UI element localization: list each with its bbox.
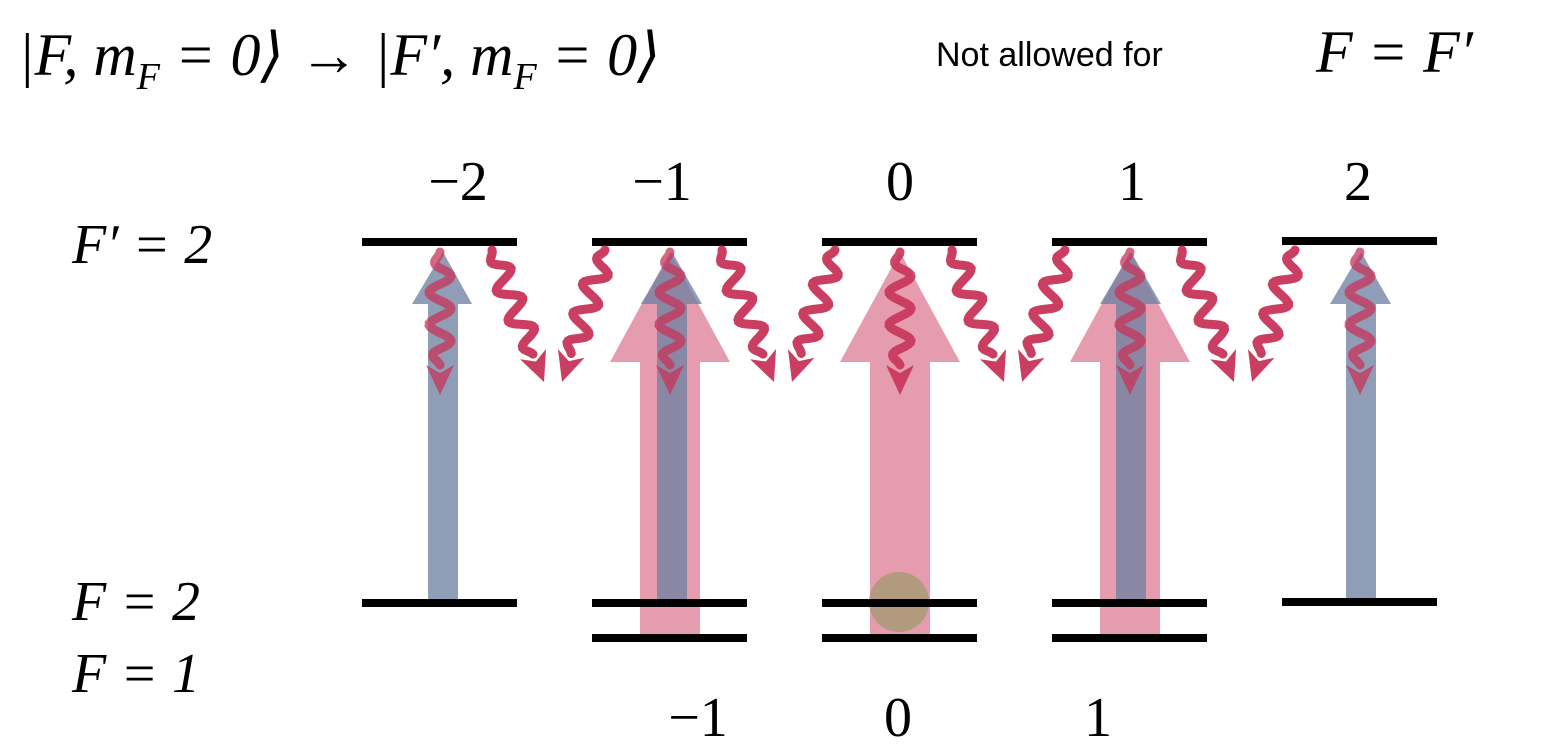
wave-arrowhead xyxy=(1116,365,1144,395)
bottom-mf-label: 0 xyxy=(884,687,912,748)
decay-wave-diagonal xyxy=(1018,245,1073,382)
decay-wave-diagonal xyxy=(715,245,776,382)
top-mf-label: 2 xyxy=(1344,151,1372,213)
not-allowed-note: Not allowed for xyxy=(936,36,1163,74)
wave-body xyxy=(654,247,686,370)
pink-pump-arrows xyxy=(610,252,1190,636)
decay-wave-vertical xyxy=(654,247,686,395)
wave-body xyxy=(1344,247,1376,370)
bottom-mf-label: 1 xyxy=(1084,687,1112,748)
wave-arrowhead xyxy=(656,365,684,395)
wave-body xyxy=(884,247,916,370)
wave-body xyxy=(1114,247,1146,370)
energy-levels xyxy=(362,237,1437,642)
decay-wave-diagonal xyxy=(1248,245,1303,382)
blue-pump-arrow-mf-neg2 xyxy=(412,252,472,606)
wave-body xyxy=(945,245,1000,359)
decay-waves xyxy=(424,245,1376,395)
ground-lower-label: F = 1 xyxy=(71,643,200,705)
ground-upper-label: F = 2 xyxy=(71,571,200,633)
wave-arrowhead xyxy=(1346,365,1374,395)
decay-wave-diagonal xyxy=(485,245,546,382)
wave-body xyxy=(424,247,456,370)
wave-body xyxy=(715,245,770,359)
decay-wave-diagonal xyxy=(945,245,1006,382)
wave-body xyxy=(1252,245,1303,358)
wave-arrowhead xyxy=(520,349,546,382)
wave-body xyxy=(792,245,843,358)
decay-wave-vertical xyxy=(1114,247,1146,395)
wave-body xyxy=(1022,245,1073,358)
decay-wave-diagonal xyxy=(788,245,843,382)
decay-wave-vertical xyxy=(1344,247,1376,395)
blue-pump-arrow-mf-2 xyxy=(1330,252,1391,606)
wave-body xyxy=(485,245,540,359)
wave-arrowhead xyxy=(558,349,585,382)
wave-arrowhead xyxy=(750,349,776,382)
wave-body xyxy=(562,245,613,358)
decay-wave-diagonal xyxy=(558,245,613,382)
decay-wave-vertical xyxy=(424,247,456,395)
wave-arrowhead xyxy=(426,365,454,395)
blue-pump-arrows xyxy=(412,252,1391,606)
condition-formula: F = F′ xyxy=(1315,19,1474,85)
wave-arrowhead xyxy=(1248,349,1275,382)
blue-pump-arrow-mf-neg1 xyxy=(641,252,702,606)
wave-arrowhead xyxy=(980,349,1006,382)
wave-body xyxy=(1175,245,1230,359)
top-mf-label: 0 xyxy=(886,151,914,213)
top-mf-label: −2 xyxy=(428,151,488,213)
bottom-mf-label: −1 xyxy=(668,687,728,748)
wave-arrowhead xyxy=(788,349,815,382)
top-mf-label: −1 xyxy=(632,151,692,213)
blue-pump-arrow-mf-1 xyxy=(1100,252,1161,606)
top-mf-label: 1 xyxy=(1118,151,1146,213)
pink-pump-arrow-mf-0 xyxy=(840,252,960,636)
wave-arrowhead xyxy=(1210,349,1236,382)
wave-arrowhead xyxy=(886,365,914,395)
wave-arrowhead xyxy=(1018,349,1045,382)
transition-formula: |F, mF = 0⟩ → |F′, mF = 0⟩ xyxy=(18,22,661,98)
decay-wave-diagonal xyxy=(1175,245,1236,382)
decay-wave-vertical xyxy=(884,247,916,395)
excited-level-label: F′ = 2 xyxy=(71,214,212,276)
